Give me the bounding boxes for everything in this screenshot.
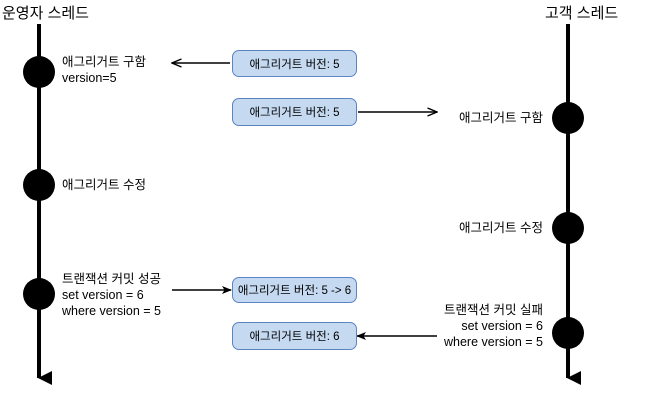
left-event-2: 애그리거트 수정: [62, 177, 146, 193]
right-event-3-line2: set version = 6: [461, 319, 543, 333]
left-event-3-line3: where version = 5: [62, 304, 162, 318]
left-event-3: 트랜잭션 커밋 성공 set version = 6 where version…: [62, 271, 161, 319]
left-event-3-line2: set version = 6: [62, 288, 144, 302]
right-event-2-line1: 애그리거트 수정: [459, 221, 543, 235]
right-event-1-line1: 애그리거트 구함: [459, 111, 543, 125]
left-event-1-line1: 애그리거트 구함: [62, 55, 146, 69]
right-node-3: [552, 317, 584, 349]
right-event-1: 애그리거트 구함: [345, 110, 543, 126]
right-event-3-line3: where version = 5: [443, 335, 543, 349]
thread-title-left: 운영자 스레드: [2, 5, 89, 22]
left-event-1: 애그리거트 구함 version=5: [62, 54, 146, 86]
left-event-3-line1: 트랜잭션 커밋 성공: [62, 272, 161, 286]
left-node-3: [23, 278, 55, 310]
message-box-2[interactable]: 애그리거트 버전: 5: [232, 98, 357, 126]
left-event-1-line2: version=5: [62, 71, 117, 85]
right-node-2: [552, 212, 584, 244]
left-event-2-line1: 애그리거트 수정: [62, 178, 146, 192]
right-event-2: 애그리거트 수정: [345, 220, 543, 236]
left-node-1: [23, 56, 55, 88]
right-node-1: [552, 102, 584, 134]
right-event-3-line1: 트랜잭션 커밋 실패: [444, 303, 543, 317]
left-node-2: [23, 169, 55, 201]
message-box-1[interactable]: 애그리거트 버전: 5: [232, 50, 357, 77]
message-box-3[interactable]: 애그리거트 버전: 5 -> 6: [232, 277, 357, 303]
right-event-3: 트랜잭션 커밋 실패 set version = 6 where version…: [345, 302, 543, 350]
message-box-4[interactable]: 애그리거트 버전: 6: [232, 322, 357, 350]
thread-title-right: 고객 스레드: [545, 5, 619, 22]
